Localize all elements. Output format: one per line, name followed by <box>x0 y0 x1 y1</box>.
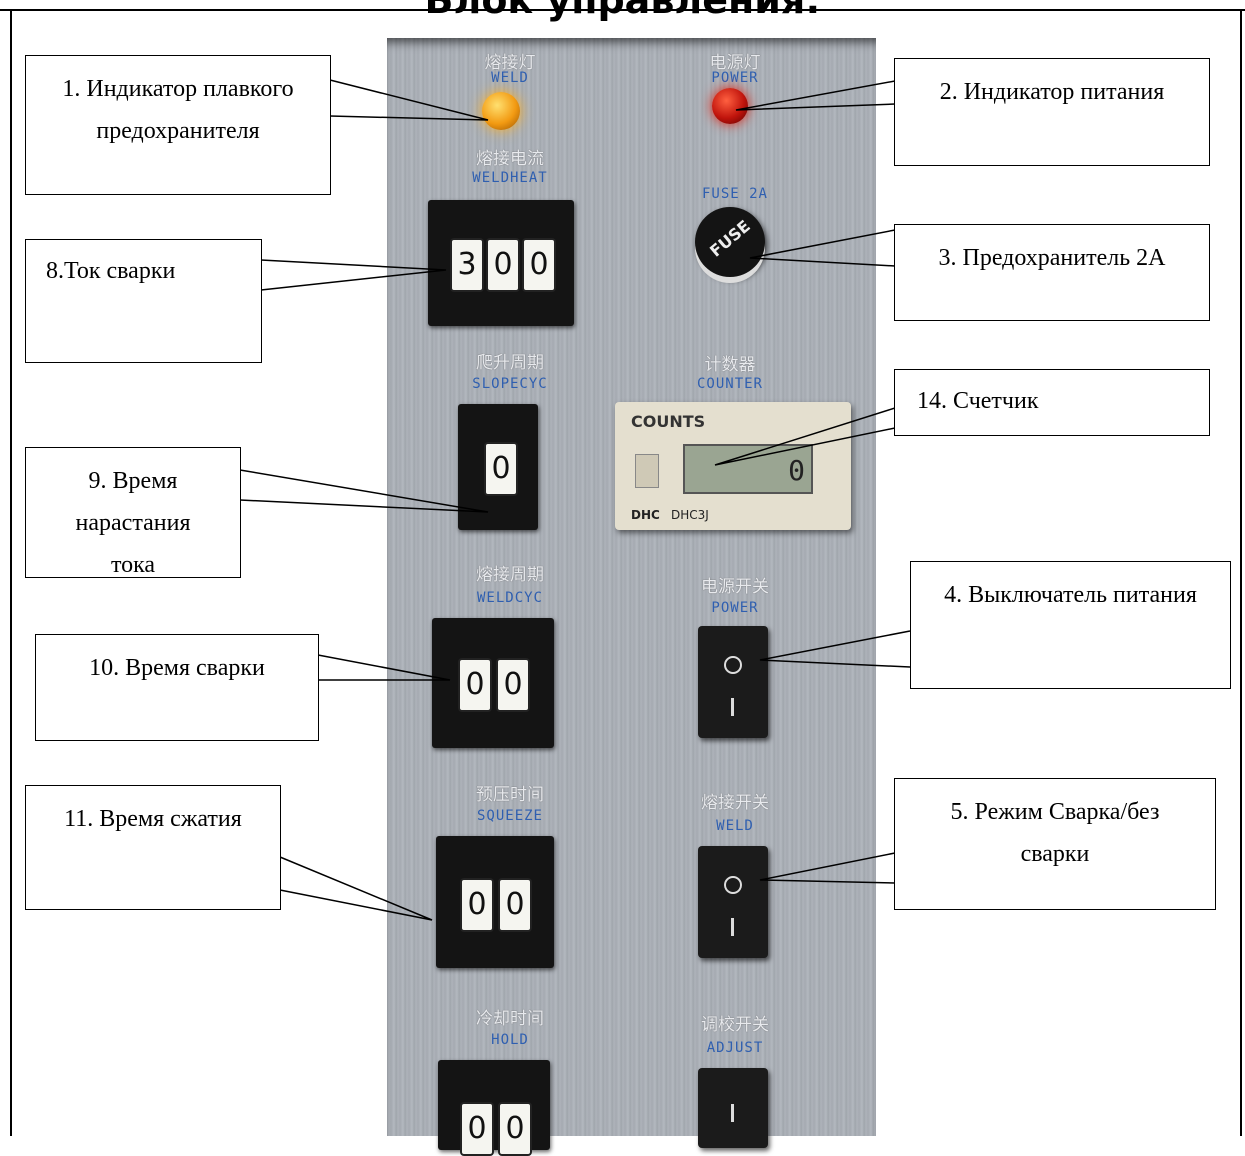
slope-cn: 爬升周期 <box>476 353 544 373</box>
counter-en: COUNTER <box>696 376 763 392</box>
power-switch-cn: 电源开关 <box>701 577 769 597</box>
counter-device: COUNTS 0 DHC DHC3J <box>615 402 851 530</box>
weld-heat-digit: 0 <box>486 238 520 292</box>
callout-slope-time: 9. Время нарастания тока <box>25 447 241 578</box>
power-lamp-cn: 电源灯 <box>709 53 761 73</box>
weld-cyc-thumbwheel[interactable]: 0 0 <box>432 618 554 748</box>
frame-top <box>0 9 1245 11</box>
callout-power-switch: 4. Выключатель питания <box>910 561 1231 689</box>
counter-display: 0 <box>683 444 813 494</box>
weld-switch-en: WELD <box>716 818 754 834</box>
power-lamp-icon <box>712 88 748 124</box>
weld-cyc-cn: 熔接周期 <box>476 565 544 585</box>
weld-rocker-switch[interactable] <box>698 846 768 958</box>
counter-maker: DHC <box>631 508 660 522</box>
power-rocker-switch[interactable] <box>698 626 768 738</box>
slope-digit: 0 <box>484 442 518 496</box>
adjust-rocker-switch[interactable] <box>698 1068 768 1148</box>
weld-switch-cn: 熔接开关 <box>701 793 769 813</box>
counter-reset-button[interactable] <box>635 454 659 488</box>
frame-left <box>10 9 12 1136</box>
counter-model: DHC3J <box>671 508 709 522</box>
frame-right <box>1240 9 1242 1136</box>
weld-lamp-en: WELD <box>491 70 529 86</box>
weld-cyc-digit: 0 <box>458 658 492 712</box>
callout-weld-time: 10. Время сварки <box>35 634 319 741</box>
squeeze-thumbwheel[interactable]: 0 0 <box>436 836 554 968</box>
weld-heat-cn: 熔接电流 <box>476 149 544 169</box>
fuse-label: FUSE 2A <box>701 186 768 202</box>
callout-weld-current: 8.Ток сварки <box>25 239 262 363</box>
callout-squeeze-time: 11. Время сжатия <box>25 785 281 910</box>
squeeze-cn: 预压时间 <box>476 785 544 805</box>
counter-cn: 计数器 <box>704 355 756 375</box>
weld-lamp-cn: 熔接灯 <box>484 53 536 73</box>
squeeze-digit: 0 <box>498 878 532 932</box>
fuse-holder[interactable]: FUSE <box>695 207 765 277</box>
weld-heat-digit: 0 <box>522 238 556 292</box>
callout-power-lamp: 2. Индикатор питания <box>894 58 1210 166</box>
hold-cn: 冷却时间 <box>476 1009 544 1029</box>
squeeze-en: SQUEEZE <box>476 808 543 824</box>
weld-cyc-en: WELDCYC <box>476 590 543 606</box>
adjust-switch-en: ADJUST <box>706 1040 764 1056</box>
weld-heat-digit: 3 <box>450 238 484 292</box>
callout-weld-mode: 5. Режим Сварка/без сварки <box>894 778 1216 910</box>
page-title: Блок управления: <box>424 0 821 22</box>
weld-cyc-digit: 0 <box>496 658 530 712</box>
callout-fuse: 3. Предохранитель 2А <box>894 224 1210 321</box>
callout-counter: 14. Счетчик <box>894 369 1210 436</box>
power-switch-en: POWER <box>711 600 759 616</box>
squeeze-digit: 0 <box>460 878 494 932</box>
weld-heat-thumbwheel[interactable]: 3 0 0 <box>428 200 574 326</box>
adjust-switch-cn: 调校开关 <box>701 1015 769 1035</box>
weld-heat-en: WELDHEAT <box>472 170 548 186</box>
callout-weld-lamp: 1. Индикатор плавкого предохранителя <box>25 55 331 195</box>
power-lamp-en: POWER <box>711 70 759 86</box>
counter-brand-text: COUNTS <box>631 412 706 431</box>
slope-en: SLOPECYC <box>472 376 548 392</box>
hold-en: HOLD <box>491 1032 529 1048</box>
weld-lamp-icon <box>482 92 520 130</box>
